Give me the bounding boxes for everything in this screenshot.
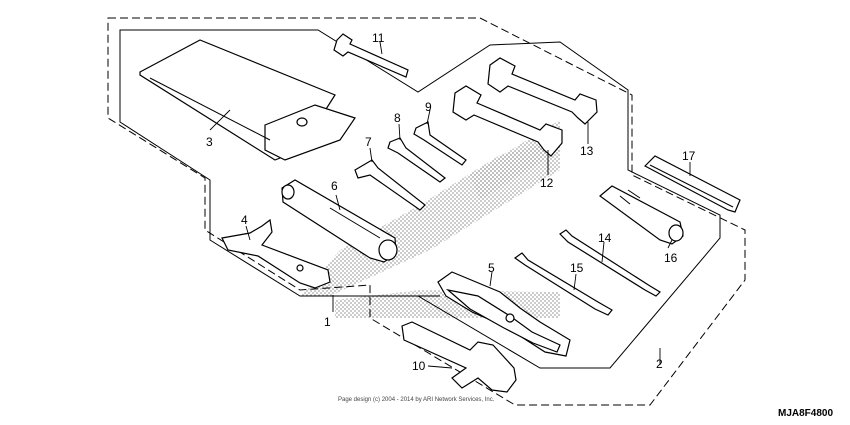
callout-5: 5 — [488, 261, 495, 275]
callout-10: 10 — [412, 359, 426, 373]
group-1-boundary — [119, 29, 721, 369]
callout-1: 1 — [324, 315, 331, 329]
callout-8: 8 — [394, 111, 401, 125]
copyright-text: Page design (c) 2004 - 2014 by ARI Netwo… — [338, 397, 495, 403]
group-2-boundary — [107, 17, 746, 406]
wrench-small — [333, 33, 409, 78]
callout-2: 2 — [656, 357, 663, 371]
tool-bag — [139, 39, 356, 161]
callout-13: 13 — [580, 144, 594, 158]
hex-key-medium — [387, 137, 446, 183]
spanner-lower — [401, 321, 517, 393]
wrench-double-upper — [487, 57, 598, 125]
callout-4: 4 — [241, 213, 248, 227]
pin-spanner-upper — [221, 218, 331, 289]
leader-lines — [209, 41, 691, 369]
screwdriver-handle — [599, 185, 684, 245]
callout-14: 14 — [598, 231, 612, 245]
diagram-code: MJA8F4800 — [778, 408, 833, 419]
callout-17: 17 — [682, 149, 696, 163]
pliers — [437, 271, 571, 357]
grip-tool — [644, 155, 741, 213]
wrench-double-lower — [452, 85, 563, 157]
callout-15: 15 — [570, 261, 584, 275]
callout-3: 3 — [206, 135, 213, 149]
callout-16: 16 — [664, 251, 678, 265]
hex-key-large — [413, 121, 467, 166]
hex-key-small — [354, 159, 426, 211]
callout-11: 11 — [372, 31, 385, 45]
screwdriver — [513, 252, 613, 316]
callout-7: 7 — [365, 135, 372, 149]
screwdriver-bit — [559, 229, 661, 297]
socket-wrench — [281, 179, 398, 263]
callout-6: 6 — [331, 179, 338, 193]
callout-9: 9 — [425, 100, 432, 114]
callout-12: 12 — [540, 176, 554, 190]
